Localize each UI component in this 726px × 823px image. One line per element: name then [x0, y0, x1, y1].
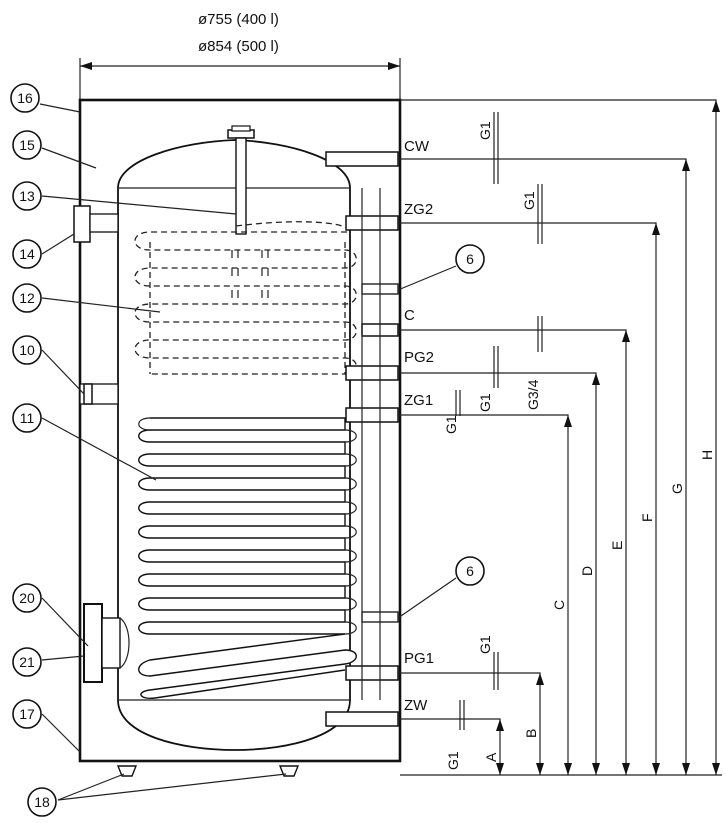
lower-heat-coil: [138, 417, 357, 700]
callout-14: 14: [12, 239, 42, 269]
dimension-lines: [398, 99, 720, 775]
svg-text:17: 17: [19, 706, 35, 722]
callout-13: 13: [12, 181, 42, 211]
svg-text:18: 18: [34, 794, 50, 810]
thread-cw: G1: [477, 121, 493, 140]
label-c: C: [404, 307, 415, 324]
leader-lines: [39, 103, 457, 801]
callout-20: 20: [12, 583, 42, 613]
svg-text:13: 13: [19, 188, 35, 204]
thread-zg2: G1: [521, 191, 537, 210]
label-zw: ZW: [404, 697, 428, 714]
dim-f: F: [639, 513, 655, 522]
label-pg2: PG2: [404, 349, 434, 366]
dim-a: A: [483, 752, 499, 762]
callout-10: 10: [12, 335, 42, 365]
svg-text:6: 6: [466, 251, 474, 267]
width-dimension-line: [79, 58, 401, 100]
diameter-400-label: ø755 (400 l): [198, 11, 279, 28]
svg-text:10: 10: [19, 342, 35, 358]
svg-text:21: 21: [19, 654, 35, 670]
feet: [116, 765, 300, 777]
thread-pg1: G1: [477, 635, 493, 654]
svg-text:15: 15: [19, 137, 35, 153]
dim-e: E: [609, 541, 625, 550]
label-zg1: ZG1: [404, 392, 433, 409]
svg-text:14: 14: [19, 246, 35, 262]
diameter-500-label: ø854 (500 l): [198, 38, 279, 55]
label-cw: CW: [404, 138, 430, 155]
callout-6-bottom: 6: [455, 556, 485, 586]
thread-zw: G1: [445, 751, 461, 770]
callout-6-top: 6: [455, 244, 485, 274]
svg-text:6: 6: [466, 563, 474, 579]
dim-c: C: [551, 600, 567, 610]
callout-16: 16: [10, 83, 40, 113]
thread-c: G3/4: [525, 379, 541, 410]
label-pg1: PG1: [404, 650, 434, 667]
anode-rod: [227, 125, 255, 235]
thread-pg2: G1: [477, 393, 493, 412]
dim-h: H: [699, 450, 715, 460]
callout-21: 21: [12, 647, 42, 677]
callout-15: 15: [12, 130, 42, 160]
callout-12: 12: [12, 283, 42, 313]
callout-18: 18: [27, 787, 57, 817]
dim-d: D: [579, 566, 595, 576]
upper-dashed-coil: [134, 221, 357, 375]
svg-text:16: 16: [17, 90, 33, 106]
thread-zg1: G1: [443, 415, 459, 434]
svg-text:20: 20: [19, 590, 35, 606]
svg-text:11: 11: [20, 410, 35, 426]
left-fittings: [73, 205, 130, 683]
label-zg2: ZG2: [404, 201, 433, 218]
callout-17: 17: [12, 699, 42, 729]
svg-text:12: 12: [19, 290, 35, 306]
outer-casing: [78, 98, 402, 763]
thread-ticks: [455, 112, 543, 730]
callout-11: 11: [12, 403, 42, 433]
dim-g: G: [669, 483, 685, 494]
dim-b: B: [523, 729, 539, 738]
